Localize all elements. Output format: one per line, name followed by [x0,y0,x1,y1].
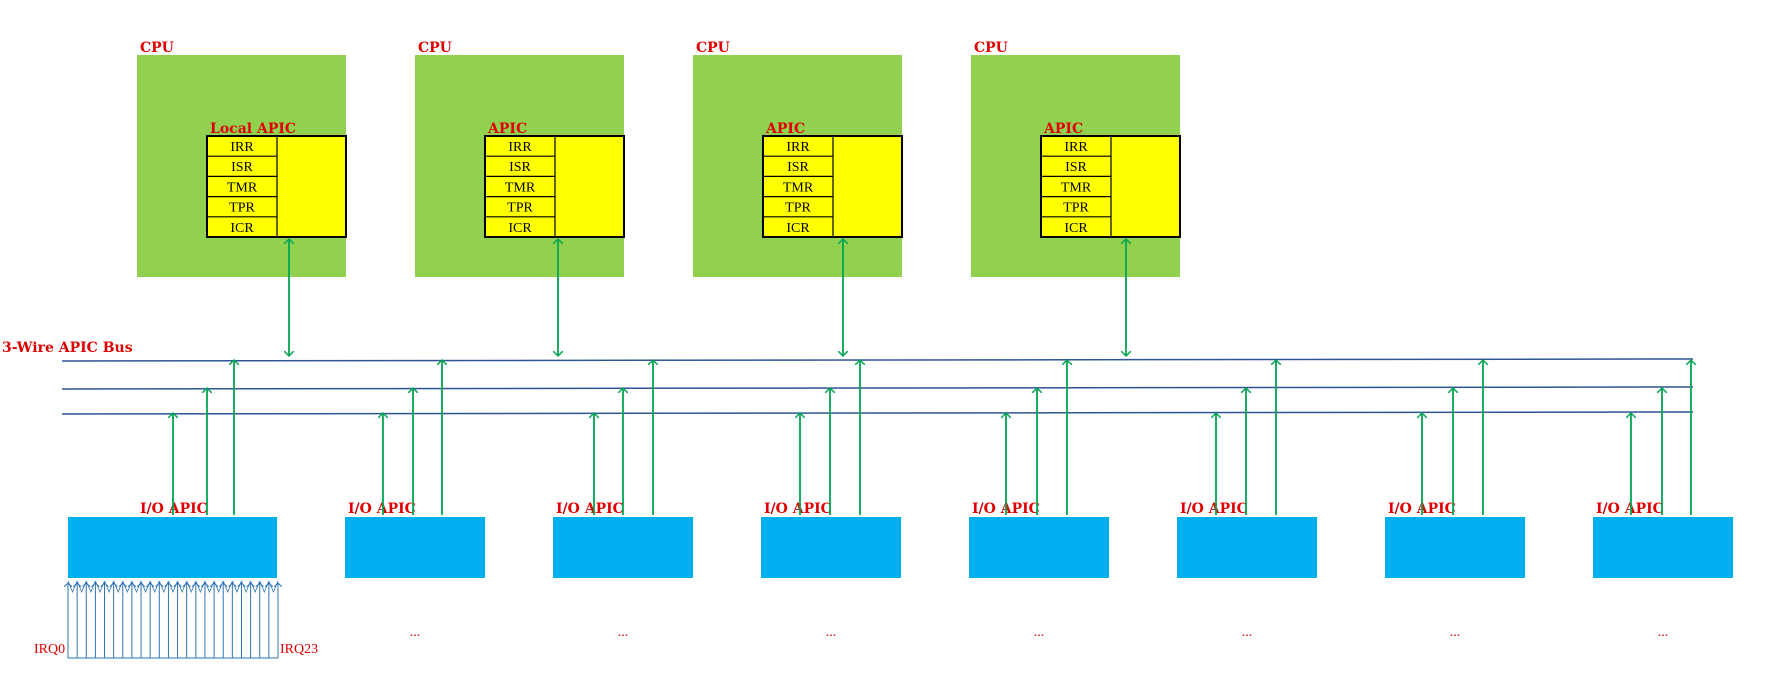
cpu-title: CPU [974,40,1008,56]
register-tmr: TMR [227,180,258,195]
irq-zigzag [158,580,169,594]
irq-zigzag [204,580,215,594]
irq-zigzag [67,580,78,594]
register-irr: IRR [786,140,810,155]
register-isr: ISR [231,160,253,175]
io-apic-5: I/O APIC... [969,360,1109,640]
irq-zigzag [250,580,261,594]
register-irr: IRR [508,140,532,155]
bus-wire-2 [61,386,1694,390]
io-apic-box [1593,517,1733,578]
irq-first-label: IRQ0 [34,642,65,657]
irq-zigzag [268,580,279,594]
register-tmr: TMR [783,180,814,195]
bus-wire-1 [61,358,1694,362]
irq-zigzag [186,580,197,594]
register-tpr: TPR [507,201,533,216]
register-icr: ICR [1064,221,1088,236]
io-apic-label: I/O APIC [764,501,832,517]
irq-zigzag [195,580,206,594]
cpu-4: CPU APIC IRR ISR TMR TPR ICR [971,40,1181,356]
cpu-title: CPU [418,40,452,56]
irq-zigzag [177,580,188,594]
apic-label: APIC [487,121,527,137]
cpu-3: CPU APIC IRR ISR TMR TPR ICR [693,40,903,356]
irq-lines: IRQ0 IRQ23 [34,580,318,659]
register-tpr: TPR [1063,201,1089,216]
register-irr: IRR [230,140,254,155]
register-isr: ISR [509,160,531,175]
io-apic-label: I/O APIC [1180,501,1248,517]
io-apic-7: I/O APIC... [1385,360,1525,640]
more-irqs-ellipsis: ... [1450,625,1461,640]
irq-zigzag [131,580,142,594]
io-apic-label: I/O APIC [556,501,624,517]
apic-label: Local APIC [210,121,296,137]
irq-zigzag [213,580,224,594]
cpu-2: CPU APIC IRR ISR TMR TPR ICR [415,40,625,356]
register-icr: ICR [786,221,810,236]
cpu-1: CPU Local APIC IRR ISR TMR TPR ICR [137,40,347,356]
io-apic-label: I/O APIC [1596,501,1664,517]
apic-label: APIC [1043,121,1083,137]
register-icr: ICR [508,221,532,236]
register-tmr: TMR [505,180,536,195]
cpu-title: CPU [696,40,730,56]
io-apic-box [345,517,485,578]
register-tmr: TMR [1061,180,1092,195]
irq-zigzag [113,580,124,594]
register-isr: ISR [787,160,809,175]
register-isr: ISR [1065,160,1087,175]
io-apic-box [969,517,1109,578]
io-apic-box [68,517,277,578]
irq-zigzag [104,580,115,594]
io-apic-box [553,517,693,578]
io-apic-label: I/O APIC [140,501,208,517]
bus-wire-3 [61,411,1694,415]
irq-zigzag [231,580,242,594]
cpu-title: CPU [140,40,174,56]
io-apic-2: I/O APIC... [345,360,485,640]
io-apic-6: I/O APIC... [1177,360,1317,640]
register-irr: IRR [1064,140,1088,155]
io-apic-8: I/O APIC... [1593,360,1733,640]
irq-zigzag [241,580,251,594]
more-irqs-ellipsis: ... [618,625,629,640]
io-apic-4: I/O APIC... [761,360,901,640]
io-apic-box [1385,517,1525,578]
register-icr: ICR [230,221,254,236]
more-irqs-ellipsis: ... [826,625,837,640]
more-irqs-ellipsis: ... [410,625,421,640]
more-irqs-ellipsis: ... [1658,625,1669,640]
irq-zigzag [222,580,233,594]
irq-zigzag [122,580,133,594]
irq-last-label: IRQ23 [280,642,318,657]
irq-zigzag [85,580,96,594]
irq-zigzag [76,580,87,594]
irq-zigzag [259,580,270,594]
register-tpr: TPR [229,201,255,216]
more-irqs-ellipsis: ... [1242,625,1253,640]
apic-label: APIC [765,121,805,137]
bus-label: 3-Wire APIC Bus [2,340,133,356]
io-apic-3: I/O APIC... [553,360,693,640]
io-apic-box [1177,517,1317,578]
irq-zigzag [95,580,105,594]
register-tpr: TPR [785,201,811,216]
irq-zigzag [168,580,178,594]
apic-bus [61,358,1694,415]
irq-zigzag [149,580,160,594]
more-irqs-ellipsis: ... [1034,625,1045,640]
io-apic-1: I/O APIC [68,360,277,578]
io-apic-box [761,517,901,578]
io-apic-label: I/O APIC [348,501,416,517]
irq-zigzag [140,580,151,594]
